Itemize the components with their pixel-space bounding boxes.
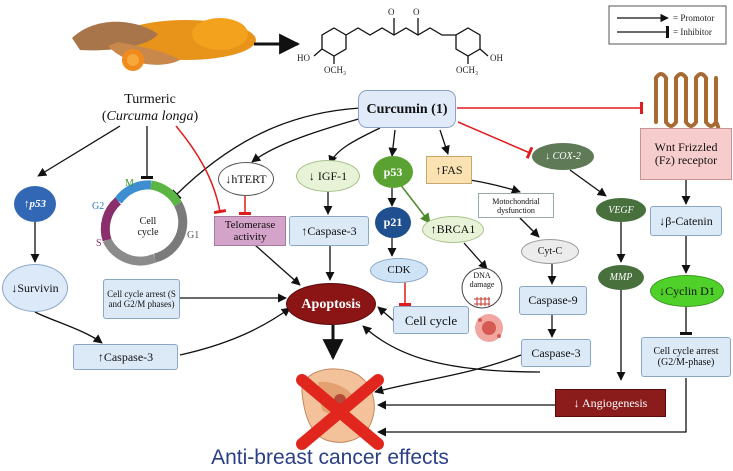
legend: [608, 5, 727, 45]
apoptosis-node: Apoptosis: [286, 283, 376, 325]
structure-oxygen-2: O: [413, 7, 420, 17]
legend-inhibitor-label: = Inhibitor: [673, 27, 712, 37]
cell-cycle-arrest-left-node: Cell cycle arrest (S and G2/M phases): [103, 279, 180, 319]
structure-och3-left: OCH₃: [324, 65, 347, 75]
curcumin-structure: [313, 18, 489, 64]
turmeric-scientific-line: (Curcuma longa): [90, 108, 210, 125]
turmeric-image: [72, 18, 256, 71]
phase-g1-label: G1: [187, 230, 200, 241]
cell-cycle-ring: [100, 180, 188, 266]
dna-icon: [474, 297, 490, 306]
footer-title: Anti-breast cancer effects: [211, 446, 449, 469]
p21-node: p21: [375, 207, 411, 238]
cox2-node: ↓ COX-2: [532, 143, 594, 170]
mito-dysfunction-node: Motochondrial dysfunction: [478, 193, 554, 218]
breast-cancer-icon: [296, 368, 384, 450]
fas-node: ↑FAS: [426, 156, 472, 184]
caspase9-node: Caspase-9: [519, 286, 587, 315]
phase-g2-label: G2: [92, 201, 105, 212]
telomerase-node: Telomerase activity: [214, 216, 286, 246]
cell-cycle-box-node: Cell cycle: [393, 306, 469, 334]
cdk-node: CDK: [370, 258, 428, 283]
turmeric-name: Turmeric: [124, 92, 176, 107]
wnt-receptor-node: Wnt Frizzled (Fz) receptor: [640, 128, 732, 180]
structure-och3-right: OCH₃: [456, 65, 479, 75]
phase-m-label: M: [125, 178, 134, 189]
htert-node: ↓hTERT: [218, 162, 274, 196]
cyclind1-node: ↓Cyclin D1: [650, 275, 724, 307]
caspase3-right-node: Caspase-3: [521, 339, 591, 367]
p53-mid-node: p53: [373, 156, 413, 188]
caspase3-mid-node: ↑Caspase-3: [289, 216, 369, 246]
vegf-node: VEGF: [596, 198, 646, 222]
angiogenesis-node: ↓ Angiogenesis: [555, 389, 666, 417]
caspase3-left-node: ↑Caspase-3: [73, 344, 178, 370]
legend-promotor-label: = Promotor: [673, 13, 715, 23]
phase-s-label: S: [96, 238, 102, 249]
paren-close: ): [193, 109, 199, 124]
brca1-node: ↑BRCA1: [422, 216, 484, 243]
cell-cycle-arrest-right-node: Cell cycle arrest (G2/M-phase): [641, 337, 731, 377]
structure-oxygen-1: O: [388, 7, 395, 17]
curcumin-node: Curcumin (1): [358, 90, 456, 128]
mmp-node: MMP: [598, 265, 644, 290]
wnt-receptor-icon: [654, 72, 721, 138]
cytc-node: Cyt-C: [521, 239, 579, 264]
p53-left-node: ↑p53: [14, 186, 56, 222]
paren-open: (: [101, 109, 107, 124]
cell-cycle-title: Cell cycle: [128, 215, 168, 239]
cell-cycle-title-line2: cycle: [137, 227, 159, 238]
dna-damage-label: DNA damage: [469, 271, 495, 289]
turmeric-label: Turmeric (Curcuma longa): [90, 91, 210, 125]
structure-ho-left: HO: [297, 53, 310, 63]
survivin-node: ↓Survivin: [2, 264, 68, 312]
damaged-cell-icon: [475, 314, 503, 342]
igf1-node: ↓ IGF-1: [296, 160, 360, 192]
bcatenin-node: ↓β-Catenin: [650, 206, 722, 236]
structure-oh-right: OH: [490, 53, 503, 63]
cell-cycle-title-line1: Cell: [139, 216, 157, 227]
turmeric-scientific-name: Curcuma longa: [106, 109, 194, 124]
